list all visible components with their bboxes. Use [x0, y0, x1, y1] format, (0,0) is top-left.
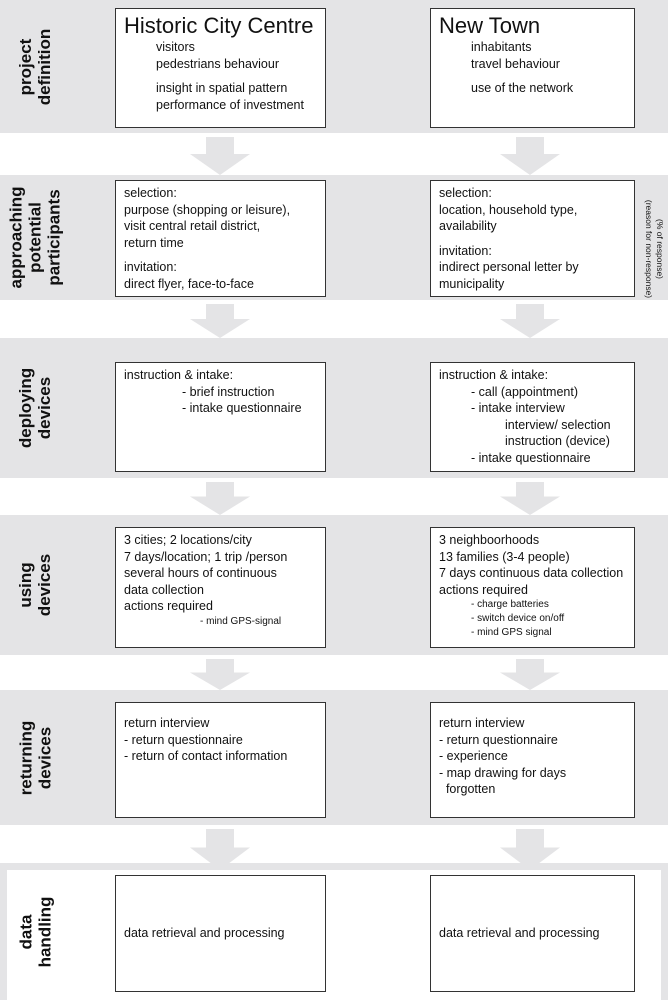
response-note-line2: (reason for non-response) [644, 199, 654, 299]
box-line: data collection [124, 582, 204, 597]
box-line: 7 days/location; 1 trip /person [124, 549, 288, 564]
stage-box-left: instruction & intake: - brief instruction… [115, 362, 326, 472]
stage-label: project definition [0, 0, 70, 133]
stage-box-left: selection: purpose (shopping or leisure),… [115, 180, 326, 297]
box-title: New Town [439, 13, 541, 38]
down-arrow-icon [190, 304, 250, 338]
stage-box-right: 3 neighboorhoods 13 families (3-4 people)… [430, 527, 635, 648]
box-line: - mind GPS-signal [200, 615, 282, 627]
stage-box-right: data retrieval and processing [430, 875, 635, 992]
box-line: actions required [439, 582, 528, 597]
stage-box-left: 3 cities; 2 locations/city 7 days/locatio… [115, 527, 326, 648]
stage-label-text: returning devices [16, 720, 55, 795]
box-line: inhabitants [471, 40, 532, 54]
box-line: interview/ selection [505, 417, 611, 432]
box-line: several hours of continuous [124, 566, 277, 580]
stage-label-text: using devices [15, 553, 54, 617]
stage-label: using devices [0, 515, 70, 655]
response-note-text: (% of response)(reason for non-response) [643, 174, 665, 324]
box-line: instruction & intake: [124, 368, 234, 382]
stage-label: approaching potential participants [0, 175, 70, 300]
stage-label: data handling [0, 863, 70, 1000]
box-line: pedestrians behaviour [156, 56, 279, 71]
stage-box-left: return interview - return questionnaire - … [115, 702, 326, 818]
box-line: return interview [439, 716, 525, 730]
box-line: - call (appointment) [471, 384, 578, 399]
down-arrow-icon [190, 659, 250, 690]
box-line: - intake interview [471, 401, 565, 415]
box-line: indirect personal letter by [439, 260, 579, 274]
stage-label-text: data handling [16, 896, 55, 967]
box-line: 3 cities; 2 locations/city [124, 533, 252, 547]
stage-label-text: deploying devices [16, 367, 54, 449]
stage-label: deploying devices [0, 338, 70, 478]
box-line: - return of contact information [124, 749, 288, 763]
down-arrow-icon [190, 137, 250, 175]
stage-box-left: data retrieval and processing [115, 875, 326, 992]
box-line: - intake questionnaire [471, 450, 591, 465]
box-line: return time [124, 235, 184, 250]
box-line: return interview [124, 716, 210, 730]
box-line: - mind GPS signal [471, 627, 552, 638]
stage-box-right: New Town inhabitants travel behaviour use o… [430, 8, 635, 128]
box-line: municipality [439, 276, 505, 291]
box-line: use of the network [471, 81, 574, 95]
stage-label: returning devices [0, 690, 70, 825]
down-arrow-icon [190, 482, 250, 515]
box-line: invitation: [439, 243, 492, 258]
box-line: location, household type, [439, 202, 578, 217]
box-line: 7 days continuous data collection [439, 566, 624, 580]
box-line: direct flyer, face-to-face [124, 276, 254, 291]
stage-label-text: project definition [16, 28, 55, 105]
box-line: visit central retail district, [124, 219, 261, 233]
box-line: forgotten [439, 782, 496, 796]
box-line: insight in spatial pattern [156, 81, 288, 95]
box-line: - switch device on/off [471, 613, 565, 624]
box-line: instruction & intake: [439, 368, 549, 382]
box-line: performance of investment [156, 97, 304, 112]
stage-box-left: Historic City Centre visitors pedestrians … [115, 8, 326, 128]
box-line: - charge batteries [471, 599, 549, 610]
box-line: - experience [439, 749, 508, 763]
box-line: actions required [124, 599, 213, 613]
box-line: - return questionnaire [124, 732, 243, 747]
box-line: availability [439, 219, 497, 233]
stage-box-right: selection: location, household type, avail… [430, 180, 635, 297]
box-line: travel behaviour [471, 56, 560, 71]
down-arrow-icon [500, 304, 560, 338]
stage-box-right: return interview - return questionnaire - … [430, 702, 635, 818]
box-line: invitation: [124, 260, 177, 274]
box-line: selection: [439, 186, 492, 200]
response-note: (% of response)(reason for non-response) [641, 175, 665, 325]
down-arrow-icon [500, 829, 560, 870]
box-line: visitors [156, 40, 195, 54]
down-arrow-icon [500, 482, 560, 515]
box-line: - brief instruction [182, 384, 275, 399]
box-line: - return questionnaire [439, 732, 558, 747]
box-line: data retrieval and processing [124, 926, 285, 941]
down-arrow-icon [500, 137, 560, 175]
box-line: 3 neighboorhoods [439, 533, 540, 547]
response-note-line1: (% of response) [655, 219, 665, 279]
down-arrow-icon [190, 829, 250, 870]
box-line: 13 families (3-4 people) [439, 549, 570, 564]
down-arrow-icon [500, 659, 560, 690]
stage-box-right: instruction & intake: - call (appointment… [430, 362, 635, 472]
box-title: Historic City Centre [124, 13, 314, 38]
box-line: selection: [124, 186, 177, 200]
box-line: instruction (device) [505, 434, 610, 448]
box-line: data retrieval and processing [439, 926, 600, 941]
stage-label-text: approaching potential participants [6, 186, 64, 289]
box-line: - intake questionnaire [182, 401, 302, 415]
box-line: purpose (shopping or leisure), [124, 202, 291, 217]
box-line: - map drawing for days [439, 765, 567, 780]
